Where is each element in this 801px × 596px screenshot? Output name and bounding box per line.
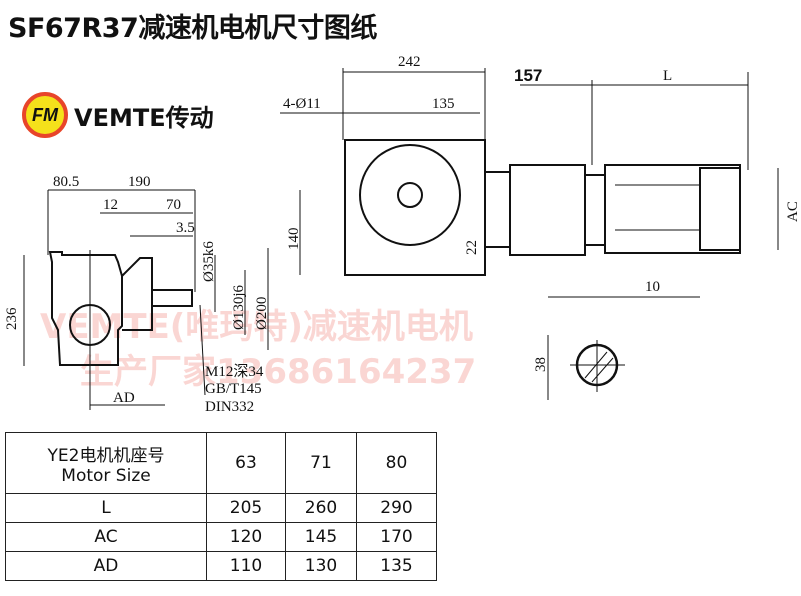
side-view	[48, 250, 193, 410]
table-row: L 205 260 290	[5, 493, 437, 523]
dim-d35: Ø35k6	[201, 241, 217, 282]
watermark-line1: VEMTE(唯玛特)减速机电机	[40, 307, 473, 347]
dim-38: 38	[533, 357, 549, 372]
shaft-section	[570, 340, 625, 392]
dim-236: 236	[4, 307, 20, 330]
logo-text: VEMTE传动	[74, 103, 214, 132]
header-cell: YE2电机机座号 Motor Size	[5, 432, 207, 494]
cell: 110	[206, 551, 286, 581]
watermark-line2: 生产厂家13686164237	[80, 352, 476, 392]
standard-din: DIN332	[205, 399, 254, 415]
cell: 290	[356, 493, 437, 523]
size-cell: 71	[285, 432, 357, 494]
standard-gb: GB/T145	[205, 381, 262, 397]
row-label: AC	[5, 522, 207, 552]
cell: 120	[206, 522, 286, 552]
dim-12: 12	[103, 197, 118, 213]
thread-spec: M12深34	[205, 363, 264, 380]
motor-size-table: YE2电机机座号 Motor Size 63 71 80 L 205 260 2…	[5, 432, 437, 581]
size-cell: 63	[206, 432, 286, 494]
size-cell: 80	[356, 432, 437, 494]
cell: 135	[356, 551, 437, 581]
dim-10: 10	[645, 279, 660, 295]
cell: 170	[356, 522, 437, 552]
dim-ac: AC	[785, 201, 801, 222]
dim-140: 140	[286, 228, 302, 251]
cell: 130	[285, 551, 357, 581]
row-label: L	[5, 493, 207, 523]
dim-70: 70	[166, 197, 181, 213]
cell: 205	[206, 493, 286, 523]
cell: 260	[285, 493, 357, 523]
dim-242: 242	[398, 54, 421, 70]
dim-holes: 4-Ø11	[283, 96, 321, 112]
dim-d130: Ø130j6	[231, 285, 247, 331]
front-view-dims	[280, 68, 779, 400]
dim-3-5: 3.5	[176, 220, 195, 236]
dim-d200: Ø200	[254, 297, 270, 330]
dim-ad: AD	[113, 390, 135, 406]
table-row: AC 120 145 170	[5, 522, 437, 552]
table-row: AD 110 130 135	[5, 551, 437, 581]
dim-135: 135	[432, 96, 455, 112]
side-view-dims	[23, 189, 269, 406]
dim-22: 22	[464, 240, 480, 255]
dim-190: 190	[128, 174, 151, 190]
header-cn: YE2电机机座号	[47, 445, 165, 466]
cell: 145	[285, 522, 357, 552]
dim-80-5: 80.5	[53, 174, 79, 190]
table-header-row: YE2电机机座号 Motor Size 63 71 80	[5, 432, 437, 494]
dim-l: L	[663, 68, 672, 84]
dim-157: 157	[514, 66, 542, 85]
page-title: SF67R37减速机电机尺寸图纸	[8, 13, 377, 44]
header-en: Motor Size	[61, 465, 151, 486]
front-view	[344, 139, 741, 276]
vemte-logo: FM VEMTE传动	[22, 92, 214, 138]
row-label: AD	[5, 551, 207, 581]
logo-badge-icon: FM	[22, 92, 68, 138]
